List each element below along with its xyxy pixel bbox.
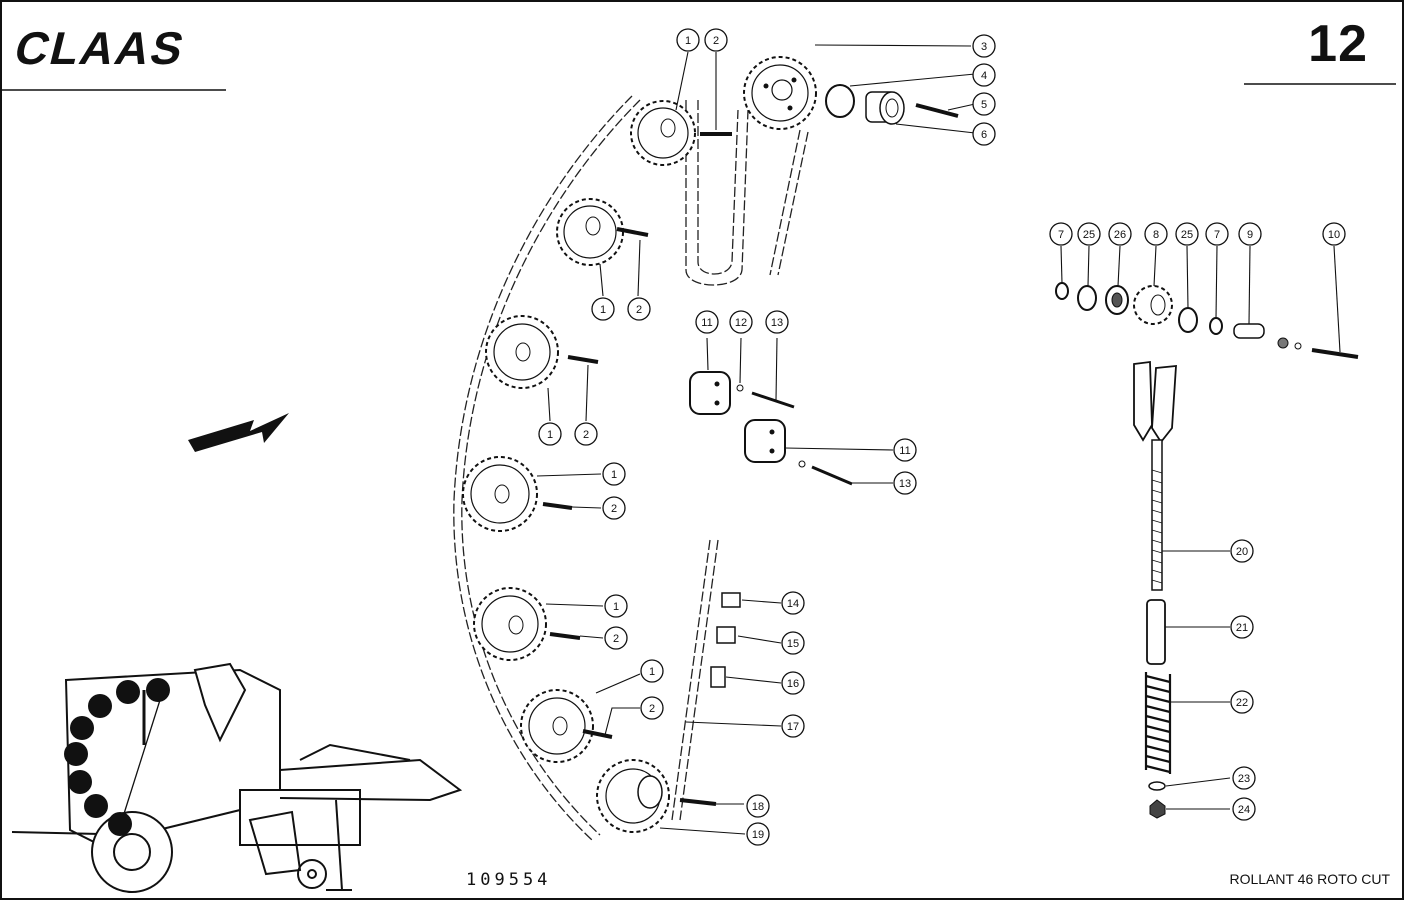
claas-logo: CLAAS — [10, 23, 191, 74]
sprocket — [556, 198, 624, 266]
sprocket — [485, 315, 559, 389]
callout-13: 13 — [771, 317, 783, 329]
drawing-number: 109554 — [466, 870, 552, 890]
callout-25: 25 — [1083, 229, 1095, 241]
sleeve-part — [1233, 323, 1265, 339]
callout-12: 12 — [735, 317, 747, 329]
sprocket — [630, 100, 696, 166]
callout-2: 2 — [583, 429, 589, 441]
spacer-tube — [1146, 599, 1166, 665]
callout-24: 24 — [1238, 804, 1250, 816]
bolt-part — [811, 465, 853, 486]
callout-25: 25 — [1181, 229, 1193, 241]
ring-part — [825, 84, 855, 118]
tensioner-sprocket — [1133, 285, 1173, 325]
guide-block — [689, 371, 731, 415]
sprocket — [473, 587, 547, 661]
nut-part — [1277, 337, 1289, 349]
callout-19: 19 — [752, 829, 764, 841]
chain-link-part — [721, 592, 741, 608]
baler-rollers — [64, 678, 170, 836]
callout-21: 21 — [1236, 622, 1248, 634]
bearing-part — [1105, 285, 1129, 315]
bolt-part — [679, 798, 717, 806]
callout-2: 2 — [611, 503, 617, 515]
callout-1: 1 — [685, 35, 691, 47]
callout-20: 20 — [1236, 546, 1248, 558]
callout-1: 1 — [600, 304, 606, 316]
washer-part — [736, 384, 744, 392]
callout-17: 17 — [787, 721, 799, 733]
bolt-part — [542, 502, 573, 510]
nut-part — [1149, 799, 1166, 819]
callout-2: 2 — [636, 304, 642, 316]
bolt-part — [616, 227, 649, 237]
page-number: 12 — [1308, 15, 1368, 73]
key-pin-part — [915, 103, 959, 118]
callout-13: 13 — [899, 478, 911, 490]
bolt-part — [582, 729, 613, 739]
callout-16: 16 — [787, 678, 799, 690]
model-name: ROLLANT 46 ROTO CUT — [1229, 871, 1390, 887]
chain-link-part — [716, 626, 736, 644]
callout-1: 1 — [613, 601, 619, 613]
callout-6: 6 — [981, 129, 987, 141]
callout-7: 7 — [1214, 229, 1220, 241]
svg-text:CLAAS: CLAAS — [10, 23, 191, 74]
circlip-part — [1209, 317, 1223, 335]
circlip-part — [1055, 282, 1069, 300]
ring-part — [1077, 285, 1097, 311]
callout-10: 10 — [1328, 229, 1340, 241]
callout-1: 1 — [611, 469, 617, 481]
callout-7: 7 — [1058, 229, 1064, 241]
bushing-part — [865, 91, 905, 125]
threaded-rod — [1151, 439, 1163, 591]
guide-block — [744, 419, 786, 463]
bolt-part — [1311, 348, 1359, 359]
chain-link-part — [710, 666, 726, 688]
callout-11: 11 — [899, 445, 910, 457]
callout-3: 3 — [981, 41, 987, 53]
washer-part — [1148, 781, 1166, 791]
callout-22: 22 — [1236, 697, 1248, 709]
callout-15: 15 — [787, 638, 799, 650]
callout-18: 18 — [752, 801, 764, 813]
top-sprocket-flange — [743, 56, 817, 130]
sprocket — [462, 456, 538, 532]
fork-bracket — [1133, 360, 1177, 444]
rod-thread-lines — [1151, 469, 1163, 584]
washer-part — [798, 460, 806, 468]
callout-1: 1 — [649, 666, 655, 678]
callout-numbers: 1 2 3 4 5 6 1 2 1 2 1 2 1 2 1 2 17 11 12… — [547, 35, 1340, 841]
bolt-part — [549, 632, 581, 640]
sprocket — [520, 689, 594, 763]
callout-5: 5 — [981, 99, 987, 111]
callout-8: 8 — [1153, 229, 1159, 241]
bolt-part — [567, 355, 599, 364]
callout-1: 1 — [547, 429, 553, 441]
washer-part — [1294, 342, 1302, 350]
direction-arrow-icon — [188, 413, 289, 452]
callout-23: 23 — [1238, 773, 1250, 785]
callout-2: 2 — [613, 633, 619, 645]
callout-4: 4 — [981, 70, 987, 82]
callout-11: 11 — [701, 317, 712, 329]
callout-26: 26 — [1114, 229, 1126, 241]
ring-part — [1178, 307, 1198, 333]
callout-balloons — [538, 28, 1346, 846]
callout-2: 2 — [713, 35, 719, 47]
leader-lines — [536, 44, 1341, 835]
bolt-part — [751, 391, 795, 409]
callout-2: 2 — [649, 703, 655, 715]
drive-sprocket — [596, 759, 670, 833]
compression-spring — [1144, 672, 1172, 774]
callout-9: 9 — [1247, 229, 1253, 241]
callout-14: 14 — [787, 598, 799, 610]
